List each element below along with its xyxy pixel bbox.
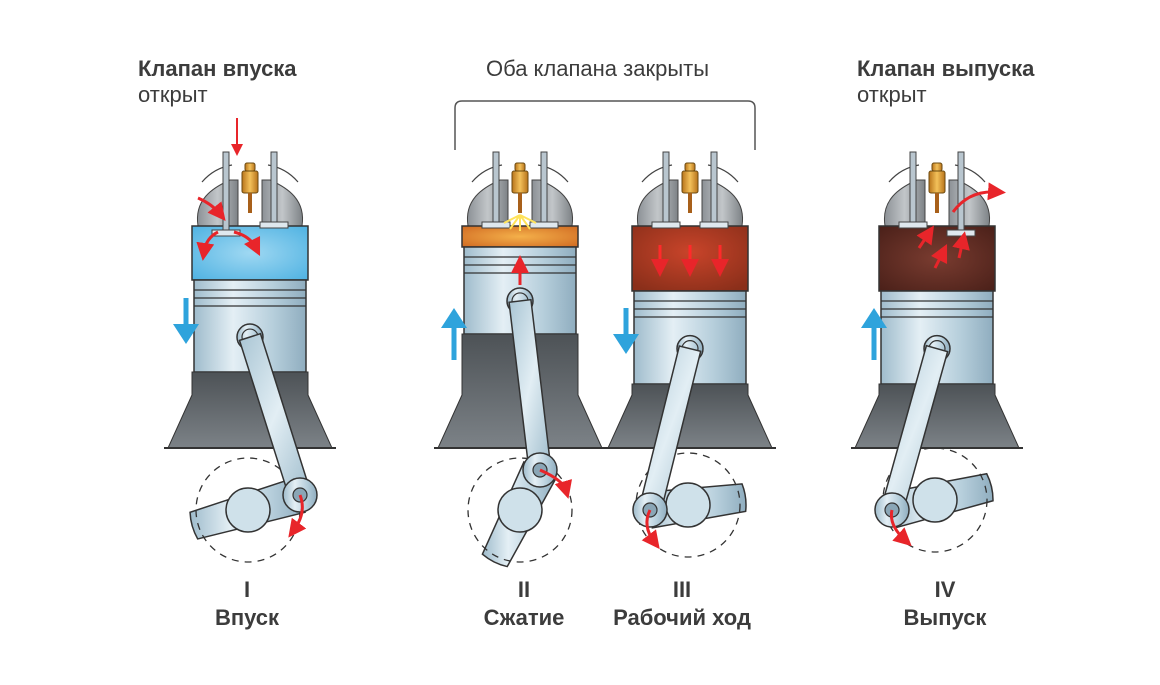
crankshaft-main-journal bbox=[497, 487, 543, 533]
exhaust-valve-stem bbox=[540, 151, 548, 227]
stroke-1-name: Впуск bbox=[214, 605, 280, 630]
arrow-up-icon bbox=[441, 308, 467, 328]
exhaust-valve-head bbox=[259, 221, 289, 229]
engine-stroke-2 bbox=[434, 151, 606, 568]
spark-plug-body bbox=[241, 170, 259, 194]
exhaust-valve-head bbox=[529, 221, 559, 229]
exhaust-flow-arrow bbox=[930, 243, 948, 269]
stroke-3-name: Рабочий ход bbox=[613, 605, 751, 630]
arrow-down-icon bbox=[613, 334, 639, 354]
engine-stroke-1 bbox=[164, 118, 336, 563]
intake-valve-head bbox=[898, 221, 928, 229]
intake-port bbox=[196, 179, 239, 227]
crankshaft-main-journal bbox=[912, 477, 958, 523]
crank-rotation-path bbox=[635, 452, 741, 558]
exhaust-port bbox=[261, 179, 304, 227]
crank-rotation-arrow bbox=[288, 494, 307, 538]
engine-block bbox=[167, 371, 333, 449]
engine-stroke-3 bbox=[604, 151, 776, 558]
spark-plug-body bbox=[928, 170, 946, 194]
arrow-up-icon bbox=[861, 308, 887, 328]
both-valves-closed-label: Оба клапана закрыты bbox=[486, 56, 710, 81]
stroke-2-name: Сжатие bbox=[483, 605, 565, 630]
spark-plug-electrode bbox=[248, 193, 252, 213]
engine-stroke-4 bbox=[851, 151, 1023, 553]
intake-flow-arrow bbox=[196, 230, 219, 261]
intake-port bbox=[466, 179, 509, 227]
intake-valve-stem bbox=[492, 151, 500, 227]
both-valves-bracket bbox=[454, 100, 756, 150]
spark-plug-body bbox=[511, 170, 529, 194]
crank-rotation-path bbox=[882, 447, 988, 553]
intake-flow-arrow bbox=[197, 196, 226, 222]
exhaust-port bbox=[701, 179, 744, 227]
intake-valve-head bbox=[651, 221, 681, 229]
stroke-4-numeral: IV bbox=[934, 577, 956, 602]
engine-block bbox=[854, 383, 1020, 449]
exhaust-valve-head bbox=[946, 229, 976, 237]
intake-port bbox=[883, 179, 926, 227]
exhaust-valve-stem bbox=[957, 151, 965, 235]
exhaust-valve-label: Клапан выпуска bbox=[857, 56, 1035, 81]
spark-icon bbox=[503, 214, 537, 231]
intake-valve-stem bbox=[222, 151, 230, 235]
intake-flow-arrow bbox=[233, 230, 261, 257]
stroke-1-numeral: I bbox=[243, 577, 251, 602]
exhaust-valve-stem bbox=[270, 151, 278, 227]
spark-plug-cap bbox=[244, 162, 256, 172]
exhaust-valve-head bbox=[699, 221, 729, 229]
stroke-2-numeral: II bbox=[517, 577, 531, 602]
stroke-4-name: Выпуск bbox=[903, 605, 987, 630]
crank-rotation-arrow bbox=[889, 509, 912, 547]
crank-rotation-arrow bbox=[539, 468, 573, 499]
spark-plug-electrode bbox=[935, 193, 939, 213]
crank-rotation-path bbox=[467, 457, 573, 563]
intake-port bbox=[636, 179, 679, 227]
exhaust-valve-state: открыт bbox=[857, 82, 927, 107]
combustion-chamber bbox=[191, 225, 309, 281]
stroke-3-numeral: III bbox=[672, 577, 692, 602]
combustion-chamber bbox=[631, 225, 749, 292]
intake-valve-label: Клапан впуска bbox=[138, 56, 297, 81]
spark-plug-electrode bbox=[688, 193, 692, 213]
crankshaft-main-journal bbox=[665, 482, 711, 528]
exhaust-flow-arrow bbox=[951, 182, 1006, 213]
spark-plug-cap bbox=[931, 162, 943, 172]
exhaust-port bbox=[948, 179, 991, 227]
spark-plug-cap bbox=[684, 162, 696, 172]
exhaust-flow-arrow bbox=[952, 231, 970, 259]
combustion-chamber bbox=[878, 225, 996, 292]
exhaust-flow-arrow bbox=[916, 225, 934, 249]
exhaust-valve-stem bbox=[710, 151, 718, 227]
crank-rotation-arrow bbox=[641, 509, 660, 550]
crankshaft-main-journal bbox=[225, 487, 271, 533]
spark-plug-electrode bbox=[518, 193, 522, 213]
intake-valve-state: открыт bbox=[138, 82, 208, 107]
intake-valve-head bbox=[481, 221, 511, 229]
intake-valve-stem bbox=[662, 151, 670, 227]
arrow-down-icon bbox=[173, 324, 199, 344]
spark-plug-cap bbox=[514, 162, 526, 172]
spark-plug-body bbox=[681, 170, 699, 194]
exhaust-port bbox=[531, 179, 574, 227]
intake-valve-stem bbox=[909, 151, 917, 227]
